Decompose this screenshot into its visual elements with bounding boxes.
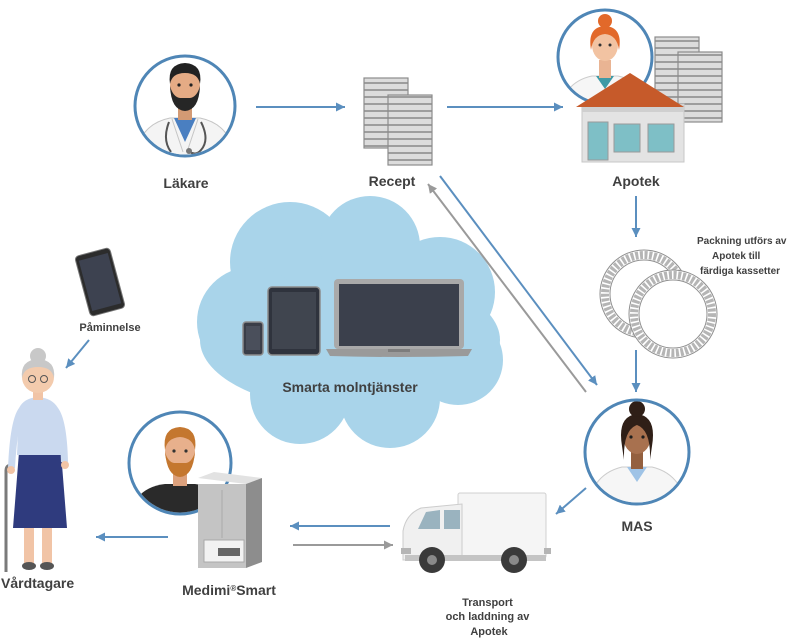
flow-arrows xyxy=(65,102,641,550)
paminnelse-label: Påminnelse xyxy=(79,322,140,334)
packning-note-line-2: Apotek till xyxy=(712,251,761,262)
arrow-paminnelse-to-vardtagare xyxy=(65,339,90,369)
medication-cassettes-icon xyxy=(599,249,718,359)
delivery-van-icon xyxy=(401,492,551,573)
laptop-icon xyxy=(326,279,472,357)
registered-mark: ® xyxy=(230,584,236,593)
transport-note: Transport och laddning av Apotek xyxy=(446,597,533,638)
mas-label: MAS xyxy=(621,518,652,534)
apotek-label: Apotek xyxy=(612,173,660,189)
pharmacy-building-icon xyxy=(576,73,685,163)
recept-label: Recept xyxy=(369,173,416,189)
packning-note-line-3: färdiga kassetter xyxy=(700,266,780,277)
packning-note: Packning utförs av Apotek till färdiga k… xyxy=(697,236,789,277)
transport-note-line-3: Apotek xyxy=(470,626,508,638)
medimi-label-prefix: Medimi xyxy=(182,582,230,598)
mas-nurse-avatar xyxy=(583,398,691,506)
medimi-smart-dispenser-icon xyxy=(198,472,262,568)
pharmacy-documents-icon xyxy=(654,36,723,123)
elderly-patient-figure xyxy=(4,348,69,572)
transport-note-line-2: och laddning av xyxy=(446,611,531,623)
medimi-label-suffix: Smart xyxy=(236,582,276,598)
transport-note-line-1: Transport xyxy=(462,597,513,609)
lakare-label: Läkare xyxy=(163,175,208,191)
tablet-icon xyxy=(267,286,321,356)
arrow-recept-to-mas xyxy=(439,175,598,386)
prescription-documents-icon xyxy=(363,77,433,166)
reminder-phone-icon xyxy=(74,247,126,317)
vardtagare-label: Vårdtagare xyxy=(1,575,74,591)
doctor-avatar xyxy=(133,54,237,158)
arrow-mas-to-recept xyxy=(427,183,587,393)
arrow-mas-to-transport xyxy=(555,487,587,515)
smartphone-icon xyxy=(242,321,264,356)
medimi-smart-label: Medimi®Smart xyxy=(182,582,276,598)
cloud-label: Smarta molntjänster xyxy=(282,379,418,395)
packning-note-line-1: Packning utförs av xyxy=(697,236,787,247)
